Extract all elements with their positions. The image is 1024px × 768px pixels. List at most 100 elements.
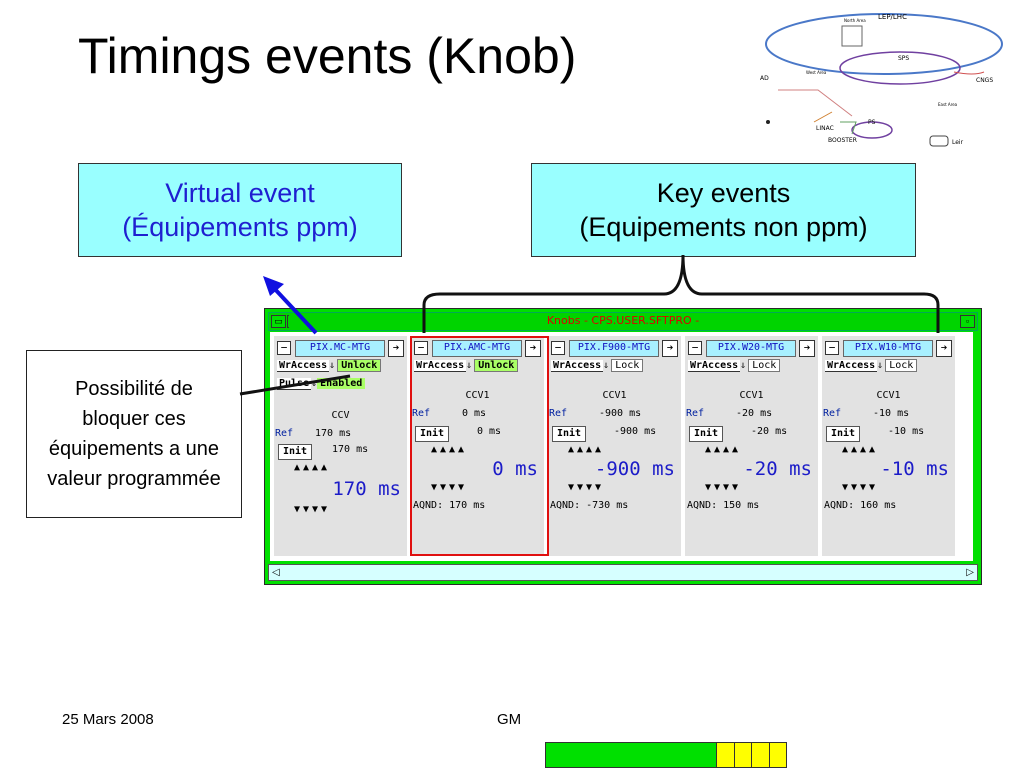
ref-value: -900 ms — [599, 408, 642, 419]
window-titlebar[interactable]: ▭ Knobs - CPS.USER.SFTPRO - ▫ — [268, 312, 978, 331]
footer-date: 25 Mars 2008 — [62, 711, 154, 728]
decrement-arrows[interactable]: ▼▼▼▼ — [842, 482, 879, 493]
footer-author: GM — [497, 711, 522, 728]
ccv-label: CCV1 — [602, 390, 627, 401]
knob-header: −PIX.W20-MTG➔ — [688, 339, 815, 357]
collapse-button[interactable]: − — [825, 341, 839, 355]
window-menu-button[interactable]: ▭ — [271, 315, 286, 328]
wraccess-toggle[interactable]: WrAccess — [551, 360, 604, 372]
wraccess-toggle[interactable]: WrAccess — [825, 360, 878, 372]
increment-arrows[interactable]: ▲▲▲▲ — [705, 444, 742, 455]
diagram-label-west: West Area — [806, 70, 827, 75]
next-arrow-icon[interactable]: ➔ — [799, 340, 815, 357]
knob-value-display: -900 ms — [594, 458, 675, 480]
init-value: -20 ms — [751, 426, 788, 437]
knob-name[interactable]: PIX.W20-MTG — [706, 340, 796, 357]
key-events-line2: (Equipements non ppm) — [579, 212, 868, 242]
ccv-label: CCV1 — [739, 390, 764, 401]
down-arrow-icon: ⇓ — [311, 378, 318, 389]
next-arrow-icon[interactable]: ➔ — [662, 340, 678, 357]
lock-toggle[interactable]: Lock — [885, 359, 918, 372]
diagram-label-sps: SPS — [898, 55, 909, 62]
decrement-arrows[interactable]: ▼▼▼▼ — [294, 504, 331, 515]
knob-header: −PIX.AMC-MTG➔ — [414, 339, 541, 357]
collapse-button[interactable]: − — [414, 341, 428, 355]
decrement-arrows[interactable]: ▼▼▼▼ — [705, 482, 742, 493]
window-maximize-button[interactable]: ▫ — [960, 315, 975, 328]
diagram-label-north: North Area — [844, 18, 866, 23]
virtual-event-arrow — [270, 284, 318, 335]
knob-name[interactable]: PIX.MC-MTG — [295, 340, 385, 357]
init-button[interactable]: Init — [415, 426, 449, 442]
init-value: 170 ms — [332, 444, 369, 455]
init-button[interactable]: Init — [278, 444, 312, 460]
highlight-box — [410, 336, 549, 556]
collapse-button[interactable]: − — [277, 341, 291, 355]
virtual-event-callout: Virtual event (Équipements ppm) — [78, 163, 402, 257]
collapse-button[interactable]: − — [551, 341, 565, 355]
diagram-label-east: East Area — [938, 102, 958, 107]
next-arrow-icon[interactable]: ➔ — [936, 340, 952, 357]
knob-value-display: -10 ms — [880, 458, 949, 480]
access-row: WrAccess⇓Unlock — [414, 359, 519, 374]
init-button[interactable]: Init — [826, 426, 860, 442]
ref-value: -10 ms — [873, 408, 910, 419]
knob-name[interactable]: PIX.AMC-MTG — [432, 340, 522, 357]
progress-remaining-segment — [733, 743, 752, 767]
slide-title: Timings events (Knob) — [78, 28, 577, 84]
lock-toggle[interactable]: Unlock — [474, 359, 519, 372]
next-arrow-icon[interactable]: ➔ — [388, 340, 404, 357]
decrement-arrows[interactable]: ▼▼▼▼ — [431, 482, 468, 493]
knob-name[interactable]: PIX.W10-MTG — [843, 340, 933, 357]
ref-label: Ref — [823, 408, 842, 419]
lock-toggle[interactable]: Lock — [748, 359, 781, 372]
knob-header: −PIX.MC-MTG➔ — [277, 339, 404, 357]
scroll-left-icon[interactable]: ◁ — [272, 567, 280, 578]
ref-value: -20 ms — [736, 408, 773, 419]
progress-remaining-segment — [716, 743, 734, 767]
horizontal-scrollbar[interactable]: ◁ ▷ — [268, 564, 978, 581]
init-button[interactable]: Init — [552, 426, 586, 442]
accelerator-complex-diagram: LEP/LHC SPS CNGS PS LINAC BOOSTER Leir A… — [760, 13, 1003, 147]
down-arrow-icon: ⇓ — [740, 360, 747, 371]
wraccess-toggle[interactable]: WrAccess — [414, 360, 467, 372]
increment-arrows[interactable]: ▲▲▲▲ — [294, 462, 331, 473]
diagram-label-leir: Leir — [952, 139, 964, 146]
ref-row: Ref -10 ms — [823, 408, 953, 419]
increment-arrows[interactable]: ▲▲▲▲ — [842, 444, 879, 455]
init-value: 0 ms — [477, 426, 502, 437]
ref-label: Ref — [412, 408, 431, 419]
increment-arrows[interactable]: ▲▲▲▲ — [431, 444, 468, 455]
diagram-label-ps: PS — [868, 119, 876, 126]
virtual-event-arrowhead — [263, 276, 284, 296]
next-arrow-icon[interactable]: ➔ — [525, 340, 541, 357]
scroll-right-icon[interactable]: ▷ — [966, 567, 974, 578]
aqnd-value: AQND: -730 ms — [550, 500, 629, 511]
increment-arrows[interactable]: ▲▲▲▲ — [568, 444, 605, 455]
diagram-label-ad: AD — [760, 75, 769, 82]
aqnd-value: AQND: 150 ms — [687, 500, 760, 511]
lock-toggle[interactable]: Lock — [611, 359, 644, 372]
down-arrow-icon: ⇓ — [329, 360, 336, 371]
wraccess-toggle[interactable]: WrAccess — [277, 360, 330, 372]
ref-label: Ref — [549, 408, 568, 419]
titlebar-divider — [287, 315, 289, 328]
lock-toggle[interactable]: Unlock — [337, 359, 382, 372]
diagram-label-booster: BOOSTER — [828, 137, 857, 144]
knobs-window: ▭ Knobs - CPS.USER.SFTPRO - ▫ −PIX.MC-MT… — [264, 308, 982, 585]
decrement-arrows[interactable]: ▼▼▼▼ — [568, 482, 605, 493]
diagram-label-lep: LEP/LHC — [878, 13, 907, 21]
knob-value-display: -20 ms — [743, 458, 812, 480]
lock-note-arrow — [239, 374, 351, 396]
access-row: WrAccess⇓Lock — [551, 359, 644, 374]
progress-remaining-segment — [751, 743, 769, 767]
init-button[interactable]: Init — [689, 426, 723, 442]
wraccess-toggle[interactable]: WrAccess — [688, 360, 741, 372]
key-events-line1: Key events — [656, 178, 791, 208]
collapse-button[interactable]: − — [688, 341, 702, 355]
knob-name[interactable]: PIX.F900-MTG — [569, 340, 659, 357]
